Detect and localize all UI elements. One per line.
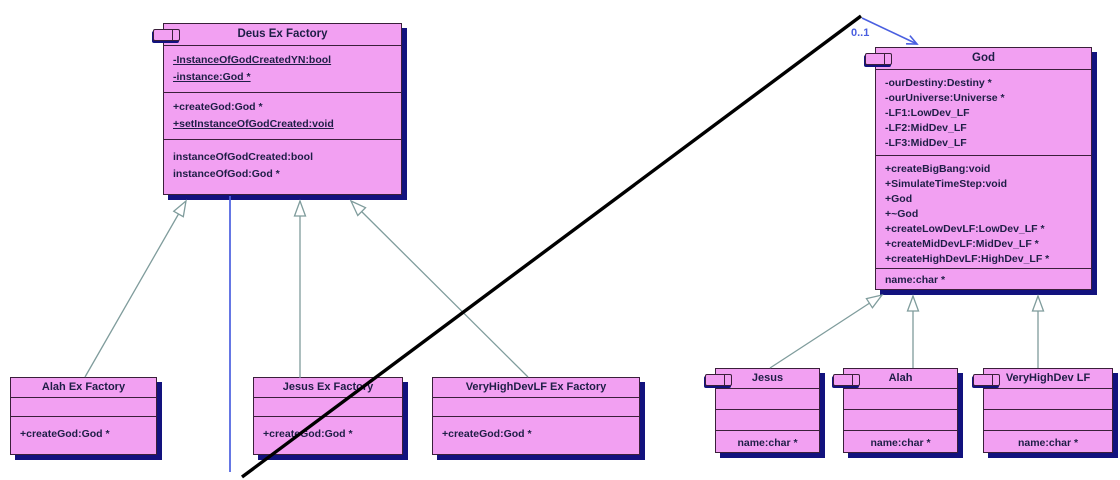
class-title: VeryHighDevLF Ex Factory	[465, 381, 607, 393]
attributes-compartment	[433, 397, 639, 416]
attributes-compartment	[844, 388, 957, 409]
properties-compartment: instanceOfGodCreated:bool instanceOfGod:…	[164, 139, 401, 194]
properties-compartment: name:char *	[716, 430, 819, 452]
class-attribute: -LF3:MidDev_LF	[885, 137, 967, 149]
attributes-compartment	[254, 397, 402, 416]
class-operation: +createMidDevLF:MidDev_LF *	[885, 238, 1039, 250]
class-operation: +setInstanceOfGodCreated:void	[173, 118, 334, 130]
class-title: Deus Ex Factory	[237, 28, 328, 40]
class-title: Jesus Ex Factory	[282, 381, 374, 393]
multiplicity-label: 0..1	[851, 27, 870, 39]
class-operation: +God	[885, 193, 913, 205]
attributes-compartment: -ourDestiny:Destiny * -ourUniverse:Unive…	[876, 69, 1091, 155]
class-attribute: -ourUniverse:Universe *	[885, 92, 1005, 104]
class-property: name:char *	[737, 437, 798, 449]
operations-compartment: +createGod:God *	[254, 416, 402, 454]
class-title: VeryHighDev LF	[1005, 372, 1091, 384]
class-alah-ex-factory[interactable]: Alah Ex Factory +createGod:God *	[10, 377, 157, 455]
class-operation: +createGod:God *	[442, 428, 532, 440]
class-property: instanceOfGodCreated:bool	[173, 151, 314, 163]
properties-compartment: name:char *	[844, 430, 957, 452]
attributes-compartment	[984, 388, 1112, 409]
class-title: Alah	[888, 372, 913, 384]
class-title: God	[972, 52, 995, 64]
class-attribute: -instance:God *	[173, 71, 251, 83]
class-operation: +createBigBang:void	[885, 163, 991, 175]
properties-compartment: name:char *	[876, 268, 1091, 289]
operations-compartment: +createGod:God *	[433, 416, 639, 454]
operations-compartment	[984, 409, 1112, 430]
class-icon	[865, 53, 892, 65]
association-arrow-to-god	[861, 17, 919, 45]
class-attribute: -LF1:LowDev_LF	[885, 107, 970, 119]
attributes-compartment	[716, 388, 819, 409]
operations-compartment	[716, 409, 819, 430]
generalization-jesus-to-god	[769, 293, 884, 369]
class-operation: +createGod:God *	[20, 428, 110, 440]
class-jesus-ex-factory[interactable]: Jesus Ex Factory +createGod:God *	[253, 377, 403, 455]
properties-compartment: name:char *	[984, 430, 1112, 452]
class-attribute: -ourDestiny:Destiny *	[885, 77, 992, 89]
class-operation: +createHighDevLF:HighDev_LF *	[885, 253, 1050, 265]
class-god[interactable]: God -ourDestiny:Destiny * -ourUniverse:U…	[865, 47, 1092, 290]
class-icon	[705, 374, 732, 386]
class-jesus[interactable]: Jesus name:char *	[705, 368, 820, 453]
class-operation: +createGod:God *	[173, 101, 263, 113]
attributes-compartment: -InstanceOfGodCreatedYN:bool -instance:G…	[164, 45, 401, 92]
class-alah[interactable]: Alah name:char *	[833, 368, 958, 453]
class-property: instanceOfGod:God *	[173, 168, 280, 180]
generalization-alah-ex-factory-to-deus	[84, 199, 187, 378]
attributes-compartment	[11, 397, 156, 416]
operations-compartment: +createBigBang:void +SimulateTimeStep:vo…	[876, 155, 1091, 268]
class-veryhighdevlf-ex-factory[interactable]: VeryHighDevLF Ex Factory +createGod:God …	[432, 377, 640, 455]
class-icon	[153, 29, 180, 41]
generalization-veryhighdevlf-ex-factory-to-deus	[349, 199, 529, 378]
class-property: name:char *	[870, 437, 931, 449]
class-operation: +createLowDevLF:LowDev_LF *	[885, 223, 1045, 235]
class-icon	[973, 374, 1000, 386]
class-operation: +createGod:God *	[263, 428, 353, 440]
class-property: name:char *	[1017, 437, 1079, 449]
class-attribute: -InstanceOfGodCreatedYN:bool	[173, 54, 332, 66]
operations-compartment: +createGod:God * +setInstanceOfGodCreate…	[164, 92, 401, 139]
class-operation: +~God	[885, 208, 919, 220]
operations-compartment	[844, 409, 957, 430]
operations-compartment: +createGod:God *	[11, 416, 156, 454]
class-attribute: -LF2:MidDev_LF	[885, 122, 967, 134]
class-icon	[833, 374, 860, 386]
class-operation: +SimulateTimeStep:void	[885, 178, 1008, 190]
class-property: name:char *	[885, 274, 946, 286]
class-title: Alah Ex Factory	[41, 381, 126, 393]
class-veryhighdev-lf[interactable]: VeryHighDev LF name:char *	[973, 368, 1113, 453]
class-deus-ex-factory[interactable]: Deus Ex Factory -InstanceOfGodCreatedYN:…	[153, 23, 402, 195]
